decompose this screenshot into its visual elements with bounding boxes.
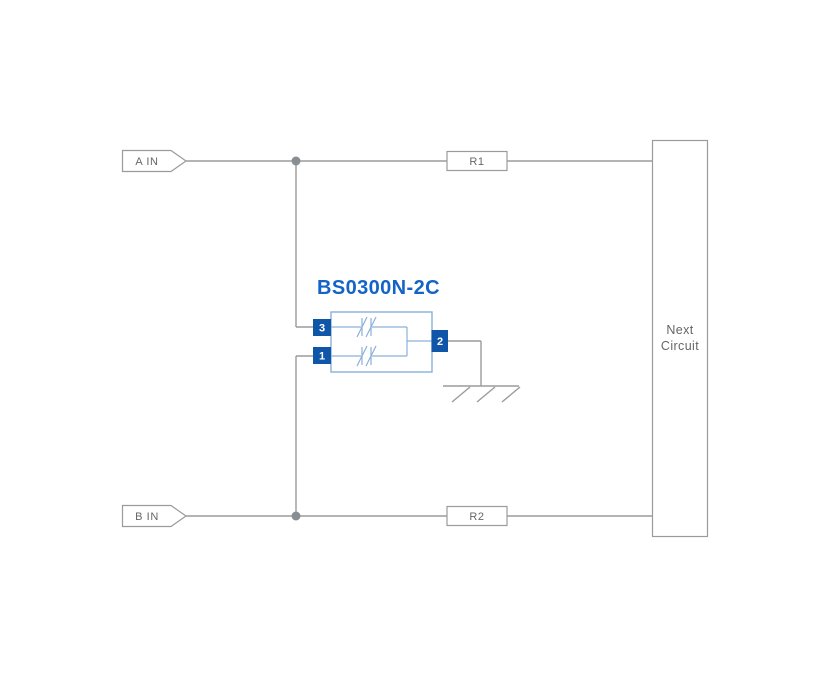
- input-terminal-a-label: A IN: [135, 156, 158, 168]
- signal-wires: [186, 160, 652, 517]
- pin-1-number: 1: [319, 351, 325, 363]
- ground-hatch-3: [501, 386, 521, 403]
- pin-1-pad: [313, 347, 331, 364]
- next-circuit-box: [651, 139, 709, 538]
- suppressor-top-slash-2: [365, 316, 377, 338]
- esd-suppressor-component: BS0300N-2C: [313, 277, 448, 373]
- pin-3-pad: [313, 319, 331, 336]
- input-terminal-b: B IN: [121, 504, 188, 528]
- resistor-r1: R1: [446, 150, 508, 172]
- resistor-r2: R2: [446, 505, 508, 527]
- suppressor-bottom-slash-1: [356, 345, 368, 367]
- input-terminal-a: A IN: [121, 149, 188, 173]
- ground-hatch-2: [476, 386, 496, 403]
- suppressor-bottom-slash-2: [365, 345, 377, 367]
- component-internal-schematic: [331, 316, 432, 367]
- input-terminal-b-label: B IN: [135, 511, 159, 523]
- resistor-r1-label: R1: [469, 156, 484, 168]
- suppressor-top-slash-1: [356, 316, 368, 338]
- junction-dot-a: [291, 156, 301, 166]
- next-circuit-label-line2: Circuit: [661, 339, 699, 353]
- ground-symbol: [443, 385, 521, 403]
- component-part-number-label: BS0300N-2C: [317, 277, 440, 299]
- component-pins: 3 1 2: [313, 319, 448, 364]
- junction-dot-b: [291, 511, 301, 521]
- next-circuit-block: Next Circuit: [651, 139, 709, 538]
- input-terminal-a-shape: [121, 149, 188, 173]
- resistor-r2-body: [446, 505, 508, 527]
- component-body: [330, 311, 433, 373]
- input-terminal-b-shape: [121, 504, 188, 528]
- resistor-r1-body: [446, 150, 508, 172]
- pin-2-pad: [431, 330, 448, 352]
- resistor-r2-label: R2: [469, 511, 484, 523]
- pin-2-number: 2: [437, 336, 443, 348]
- pin-3-number: 3: [319, 323, 325, 335]
- junction-dots: [291, 156, 301, 521]
- next-circuit-label-line1: Next: [666, 323, 693, 337]
- ground-hatch-1: [451, 386, 471, 403]
